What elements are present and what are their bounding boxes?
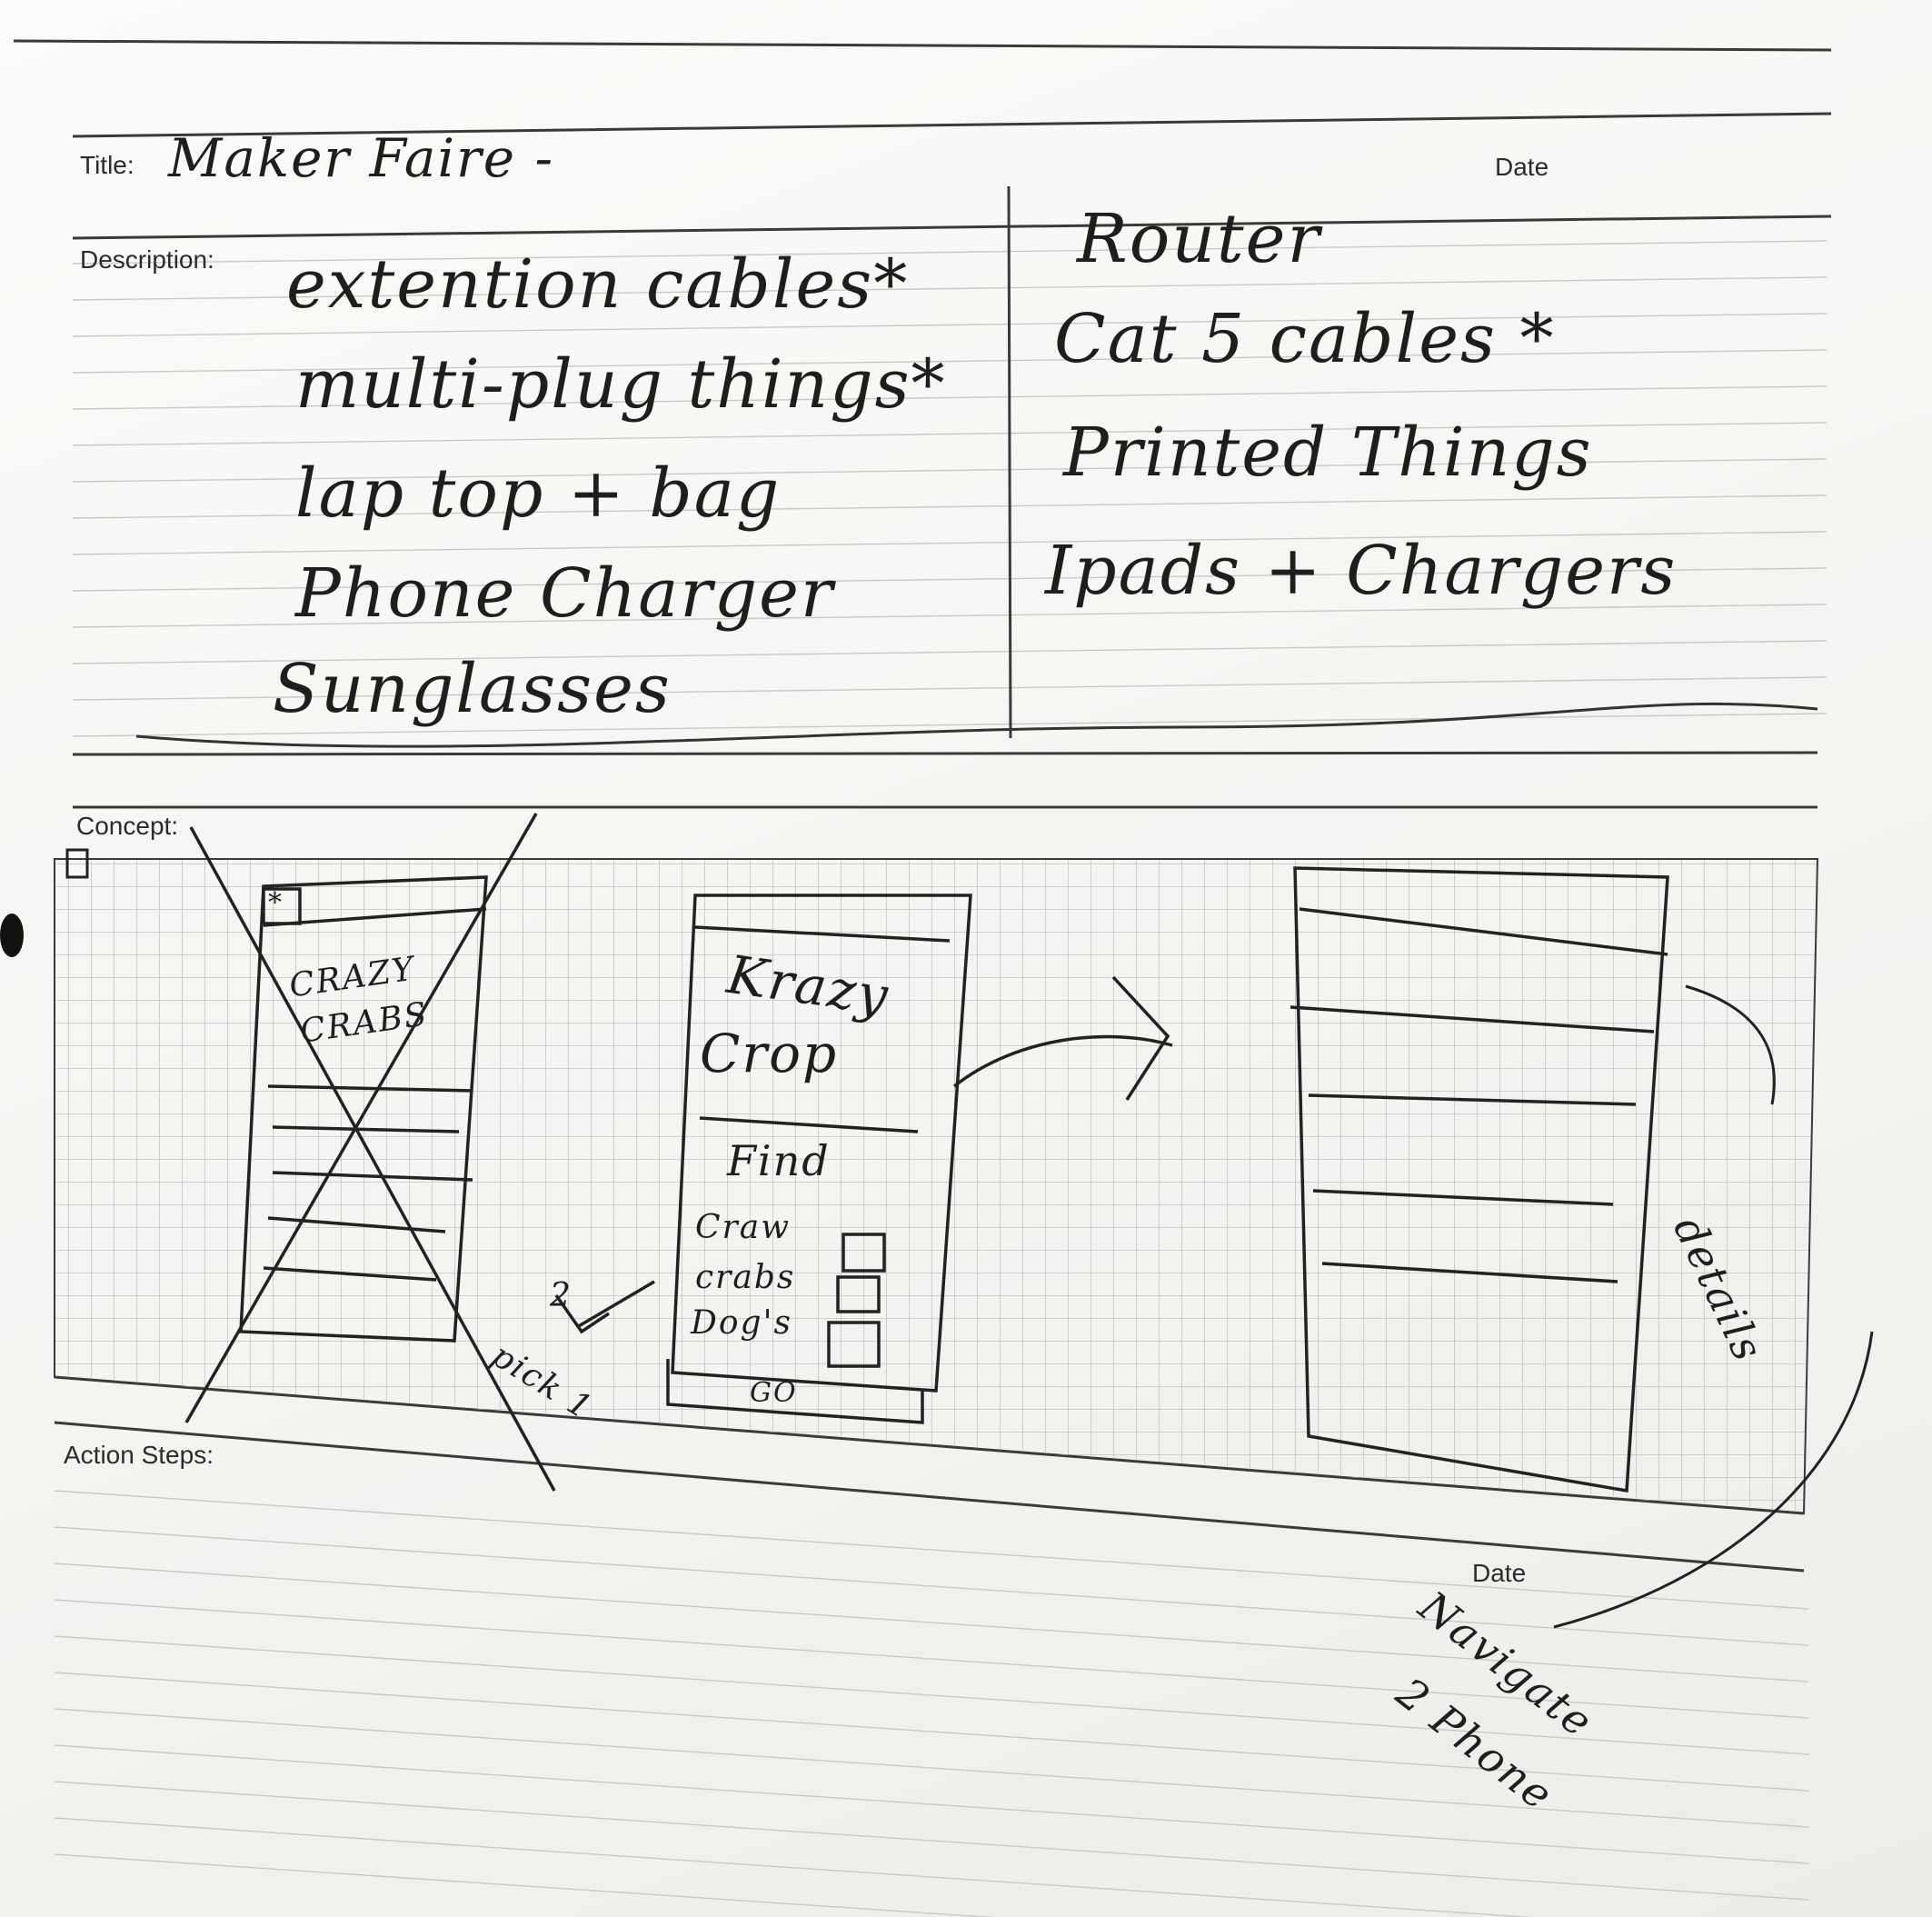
sketch2-go: GO xyxy=(750,1377,798,1409)
form-section-rules xyxy=(13,39,1832,1573)
top-ruled-lines xyxy=(72,240,1827,737)
list-right-item-3: Printed Things xyxy=(1063,414,1593,492)
handwritten-title: Maker Faire - xyxy=(168,127,555,189)
list-right-item-1: Router xyxy=(1077,200,1321,278)
list-left-item-1: extention cables* xyxy=(286,245,910,324)
sketch2-title-line2: Crop xyxy=(700,1023,839,1084)
list-left-item-2: multi-plug things* xyxy=(295,345,947,424)
list-right-item-4: Ipads + Chargers xyxy=(1045,532,1678,610)
arrow-right xyxy=(952,975,1173,1101)
sketch2-option-2: crabs xyxy=(695,1259,796,1296)
date-label: Date xyxy=(1495,153,1549,181)
arrow-pick xyxy=(554,1280,655,1334)
list-left-item-5: Sunglasses xyxy=(273,650,672,728)
sketch2-find: Find xyxy=(727,1136,831,1185)
list-left-item-4: Phone Charger xyxy=(295,554,835,633)
action-steps-label: Action Steps: xyxy=(64,1441,214,1469)
details-bracket xyxy=(1553,984,1874,1629)
sketch-crossed-screen xyxy=(184,813,556,1492)
sketch-list-screen xyxy=(1290,866,1669,1493)
list-underline-swoosh xyxy=(135,702,1818,748)
binder-hole xyxy=(0,914,24,957)
description-label: Description: xyxy=(80,245,214,274)
sketch2-option-1: Craw xyxy=(695,1209,792,1246)
concept-label: Concept: xyxy=(76,812,179,840)
action-ruled-lines xyxy=(54,1490,1809,1917)
concept-checkbox xyxy=(65,848,89,879)
annotation-number: 2 xyxy=(550,1277,573,1314)
sketch1-star: * xyxy=(268,887,284,919)
concept-grid xyxy=(54,858,1819,1515)
sketch2-option-3: Dog's xyxy=(691,1304,792,1342)
list-left-item-3: lap top + bag xyxy=(295,454,782,533)
list-right-item-2: Cat 5 cables * xyxy=(1054,300,1556,378)
sketch-app-screen xyxy=(666,894,972,1424)
date-label-2: Date xyxy=(1472,1559,1527,1587)
title-label: Title: xyxy=(80,151,134,179)
